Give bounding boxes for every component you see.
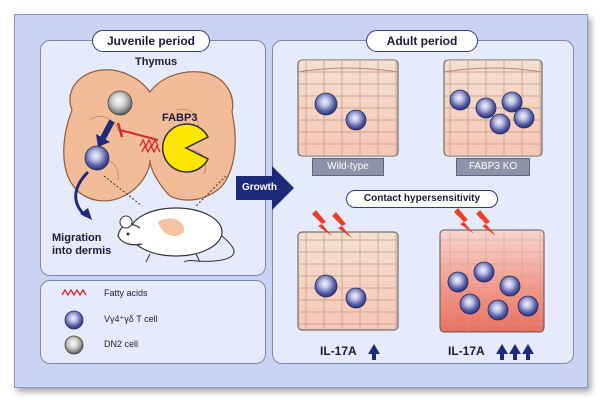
fabp3-ko-tissue <box>443 59 543 157</box>
legend-dn2-cell-icon <box>64 335 84 355</box>
fabp3-label: FABP3 <box>162 112 198 124</box>
vg4-t-cell-icon <box>84 145 110 171</box>
il17a-ko-label: IL-17A <box>448 344 485 358</box>
differentiation-arrow-icon <box>100 119 115 140</box>
legend-vg4-label: Vγ4⁺γδ T cell <box>104 314 158 324</box>
fatty-acid-icon <box>139 138 161 154</box>
il17a-increase-arrow-icon <box>368 344 380 360</box>
mouse-illustration <box>117 207 235 263</box>
thymus-organ <box>63 69 236 202</box>
thymus-label: Thymus <box>135 56 178 68</box>
migration-label: Migration into dermis <box>52 232 112 257</box>
il17a-strong-increase-arrows-icon <box>496 344 534 360</box>
il17a-wt-label: IL-17A <box>320 344 357 358</box>
fabp3-ko-label: FABP3 KO <box>456 158 530 176</box>
inhibition-line-icon <box>119 129 159 141</box>
adult-period-title: Adult period <box>366 30 478 52</box>
legend-fatty-acid-icon <box>61 288 87 297</box>
contact-hypersensitivity-label: Contact hypersensitivity <box>346 190 498 208</box>
legend-vg4-t-cell-icon <box>64 310 84 330</box>
fabp3-protein-icon <box>161 123 210 173</box>
wild-type-label: Wild-type <box>312 158 384 176</box>
growth-label: Growth <box>242 182 277 193</box>
wt-hypersensitivity-tissue <box>297 231 399 331</box>
growth-arrow-icon <box>236 166 294 210</box>
ko-hypersensitivity-tissue <box>439 229 545 333</box>
irritant-lightning-icon <box>312 208 496 238</box>
juvenile-period-title: Juvenile period <box>92 30 210 52</box>
legend-dn2-label: DN2 cell <box>104 339 139 349</box>
wild-type-tissue <box>297 59 399 157</box>
legend-fatty-acids-label: Fatty acids <box>104 288 148 298</box>
dn2-cell-icon <box>107 90 133 116</box>
